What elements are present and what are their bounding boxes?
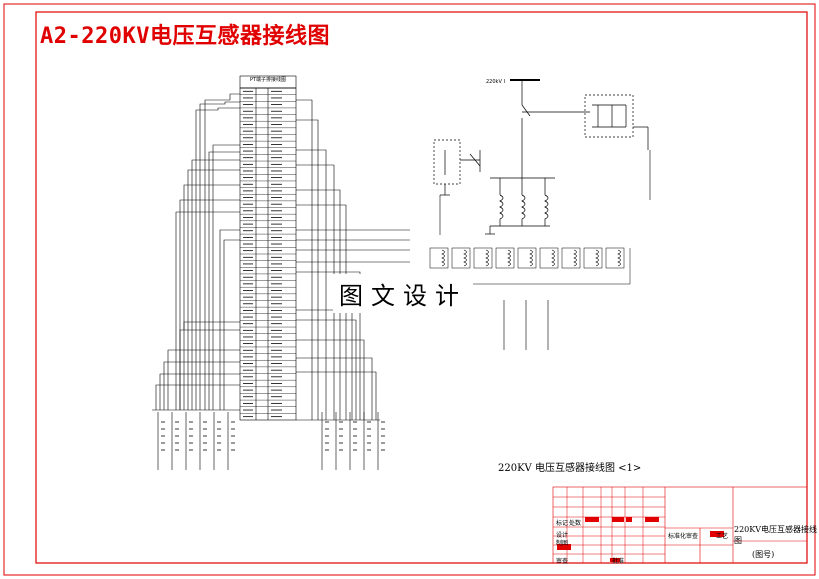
secondary-coil [595, 249, 599, 267]
secondary-coil [529, 249, 533, 267]
primary-coil [499, 194, 504, 226]
terminal-header: PT端子排接线图 [249, 77, 287, 83]
tb-label-approve: 批准 [612, 558, 625, 565]
secondary-winding-box [583, 247, 603, 269]
title-block-drawing-no: (图号) [752, 550, 775, 559]
svg-text:220kV I: 220kV I [486, 79, 505, 85]
left-wiring [152, 93, 240, 411]
secondary-winding-box [561, 247, 581, 269]
left-cable-tags [157, 412, 235, 470]
secondary-winding-box [429, 247, 449, 269]
drawing-title: A2-220KV电压互感器接线图 [40, 24, 330, 49]
secondary-winding-box [517, 247, 537, 269]
secondary-coil [485, 249, 489, 267]
tb-label-process: 工艺 [716, 533, 729, 540]
secondary-coil [507, 249, 511, 267]
title-block-fills [557, 517, 724, 562]
terminal-rows [240, 87, 296, 418]
secondary-winding-box [451, 247, 471, 269]
tb-label-standard: 标准化审查 [668, 533, 699, 540]
secondary-winding-box [473, 247, 493, 269]
primary-coils [499, 194, 549, 226]
secondary-coil [441, 249, 445, 267]
tb-label-count: 处数 [569, 520, 582, 527]
title-block-grid [553, 487, 665, 563]
secondary-coil [573, 249, 577, 267]
tb-label-item: 标记 [556, 520, 569, 527]
diagram-caption: 220KV 电压互感器接线图 <1> [498, 463, 642, 474]
secondary-winding-box [495, 247, 515, 269]
watermark-text: 图文设计 [333, 274, 473, 313]
secondary-coil [551, 249, 555, 267]
title-block-drawing-title: 220KV电压互感器接线图 [734, 525, 818, 545]
tb-label-draw: 制图 [556, 540, 569, 547]
terminal-strip [239, 75, 297, 421]
schematic: 220kV I [433, 79, 649, 235]
secondary-coil [617, 249, 621, 267]
secondary-winding-box [539, 247, 559, 269]
right-cable-tags [321, 412, 385, 470]
primary-coil [544, 194, 549, 226]
secondary-coil [463, 249, 467, 267]
tb-label-design: 设计 [556, 532, 569, 539]
outer-frame [3, 3, 816, 576]
secondary-winding-box [605, 247, 625, 269]
right-wiring [296, 99, 410, 421]
title-block [552, 486, 808, 564]
secondary-cable-tags [439, 150, 651, 350]
primary-coil [521, 194, 526, 226]
tb-label-check: 审查 [556, 558, 569, 565]
inner-frame [35, 11, 808, 564]
